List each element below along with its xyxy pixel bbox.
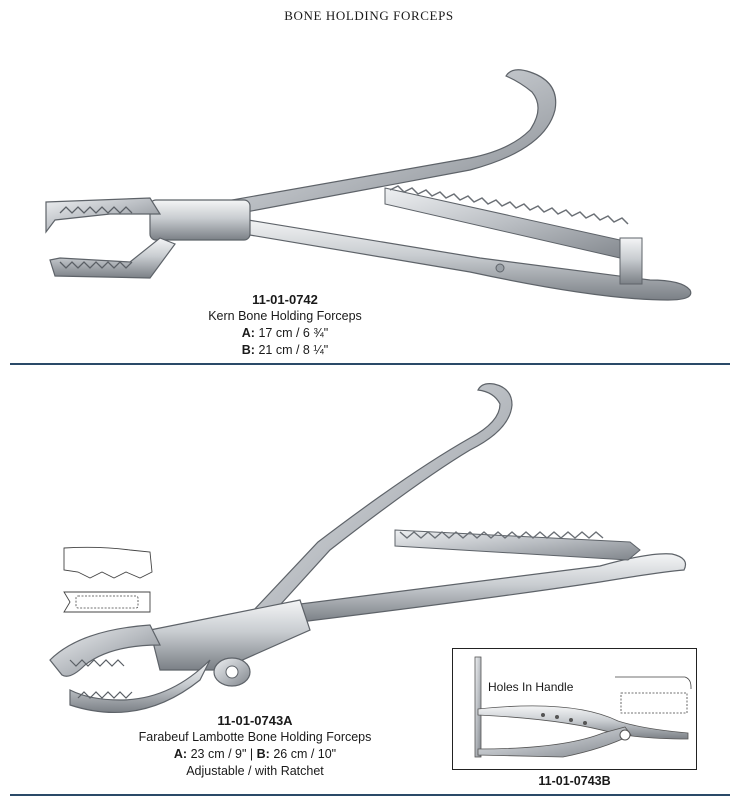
- section-divider: [10, 794, 730, 796]
- size-b-value: 26 cm / 10": [273, 747, 337, 761]
- section-divider: [10, 363, 730, 365]
- product-caption-farabeuf: 11-01-0743A Farabeuf Lambotte Bone Holdi…: [60, 712, 450, 780]
- farabeuf-forceps-image: [49, 383, 687, 714]
- product-code: 11-01-0742: [252, 292, 318, 307]
- product-name: Farabeuf Lambotte Bone Holding Forceps: [138, 730, 372, 744]
- product-code: 11-01-0743A: [217, 713, 293, 728]
- inset-code: 11-01-0743B: [538, 774, 611, 788]
- kern-forceps-image: [45, 69, 692, 301]
- size-a-value: 23 cm / 9" |: [190, 747, 254, 761]
- size-b-label: B:: [256, 747, 270, 761]
- size-a-label: A:: [241, 326, 255, 340]
- product-note: Adjustable / with Ratchet: [186, 764, 324, 778]
- product-name: Kern Bone Holding Forceps: [208, 309, 362, 323]
- size-a-label: A:: [173, 747, 188, 761]
- inset-forceps-image: [474, 656, 692, 758]
- inset-label: Holes In Handle: [488, 680, 574, 694]
- size-a-row: A: 17 cm / 6 ¾": [0, 325, 570, 342]
- size-row: A: 23 cm / 9" | B: 26 cm / 10": [60, 746, 450, 763]
- size-b-value: 21 cm / 8 ¼": [258, 343, 329, 357]
- size-a-value: 17 cm / 6 ¾": [258, 326, 329, 340]
- size-b-label: B:: [241, 343, 255, 357]
- product-caption-kern: 11-01-0742 Kern Bone Holding Forceps A: …: [0, 291, 570, 359]
- variant-inset: Holes In Handle: [452, 648, 697, 770]
- size-b-row: B: 21 cm / 8 ¼": [0, 342, 570, 359]
- page-title: BONE HOLDING FORCEPS: [284, 8, 454, 23]
